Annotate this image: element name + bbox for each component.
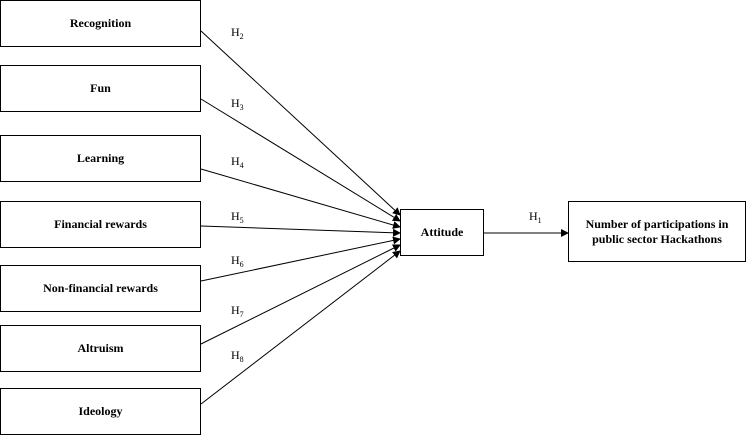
factor-box-non-financial-rewards: Non-financial rewards — [0, 265, 201, 312]
factor-label-ideology: Ideology — [78, 404, 123, 418]
edge-learning-to-attitude — [200, 168, 401, 229]
hypothesis-label-h7: H7 — [231, 304, 244, 321]
mediator-label: Attitude — [420, 225, 464, 239]
outcome-label-line1: Number of participations in — [585, 216, 729, 231]
hypothesis-number: 7 — [239, 310, 244, 319]
hypothesis-prefix: H — [231, 154, 240, 168]
hypothesis-prefix: H — [231, 209, 240, 223]
factor-box-fun: Fun — [0, 65, 201, 112]
hypothesis-number: 2 — [239, 32, 244, 41]
hypothesis-prefix: H — [231, 253, 240, 267]
factor-label-learning: Learning — [76, 151, 125, 165]
hypothesis-prefix: H — [231, 348, 240, 362]
hypothesis-number: 8 — [239, 355, 244, 364]
outcome-label-line2: public sector Hackathons — [592, 231, 722, 246]
edge-financial-rewards-to-attitude — [200, 225, 401, 237]
hypothesis-prefix: H — [231, 303, 240, 317]
hypothesis-number: 4 — [239, 161, 244, 170]
hypothesis-label-h4: H4 — [231, 155, 244, 172]
edge-altruism-to-attitude — [200, 244, 401, 345]
factor-label-recognition: Recognition — [69, 16, 132, 30]
hypothesis-label-h1: H1 — [529, 210, 542, 227]
hypothesis-number: 1 — [537, 216, 542, 225]
hypothesis-label-h2: H2 — [231, 26, 244, 43]
mediator-box-attitude: Attitude — [400, 209, 484, 256]
factor-label-altruism: Altruism — [77, 341, 124, 355]
edge-recognition-to-attitude — [200, 30, 401, 216]
hypothesis-prefix: H — [231, 96, 240, 110]
hypothesis-label-h6: H6 — [231, 254, 244, 271]
factor-box-altruism: Altruism — [0, 325, 201, 372]
hypothesis-number: 5 — [239, 216, 244, 225]
factor-label-financial-rewards: Financial rewards — [54, 217, 147, 231]
hypothesis-prefix: H — [529, 209, 538, 223]
outcome-box: Number of participations in public secto… — [568, 201, 746, 262]
hypothesis-label-h5: H5 — [231, 210, 244, 227]
factor-box-recognition: Recognition — [0, 0, 201, 47]
edge-non-financial-rewards-to-attitude — [200, 236, 401, 282]
edge-ideology-to-attitude — [200, 250, 401, 405]
hypothesis-prefix: H — [231, 25, 240, 39]
hypothesis-number: 3 — [239, 103, 244, 112]
factor-box-learning: Learning — [0, 135, 201, 182]
factor-box-financial-rewards: Financial rewards — [0, 201, 201, 248]
hypothesis-label-h8: H8 — [231, 349, 244, 366]
hypothesis-label-h3: H3 — [231, 97, 244, 114]
edge-fun-to-attitude — [200, 98, 401, 222]
hypothesis-number: 6 — [239, 260, 244, 269]
factor-label-fun: Fun — [90, 81, 111, 95]
factor-label-non-financial-rewards: Non-financial rewards — [43, 281, 158, 295]
factor-box-ideology: Ideology — [0, 388, 201, 435]
